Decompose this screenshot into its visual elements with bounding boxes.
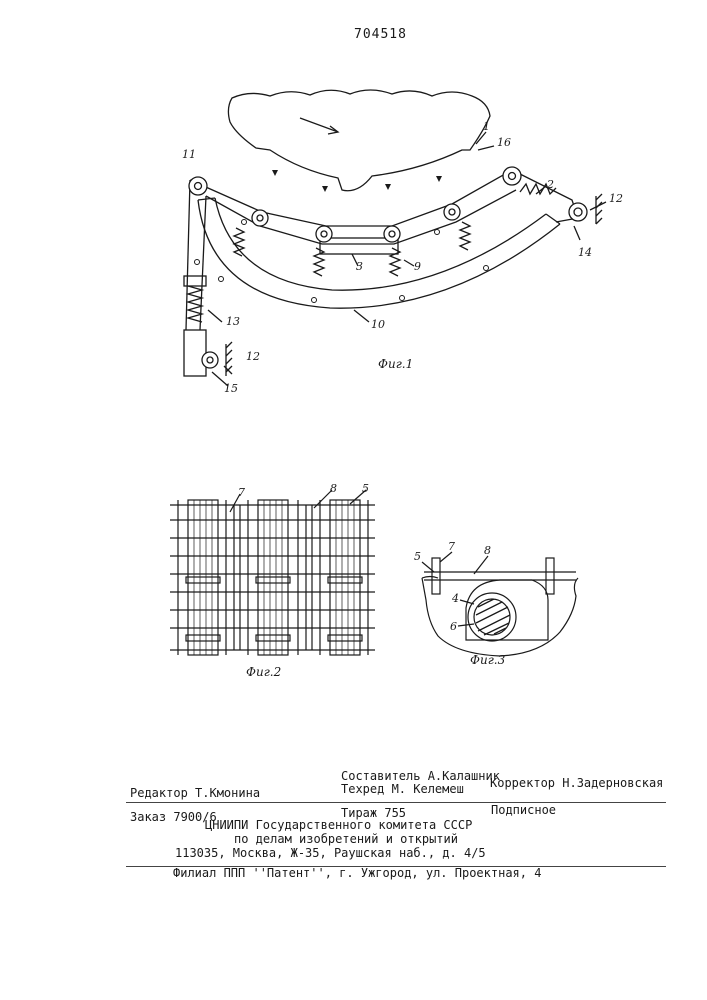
org-line-1: ЦНИИПИ Государственного комитета СССР: [205, 818, 472, 832]
address-line: 113035, Москва, Ж-35, Раушская наб., д. …: [175, 846, 486, 860]
org-line-2: по делам изобретений и открытий: [234, 832, 458, 846]
editor-line: Редактор Т.Кмонина: [130, 786, 260, 800]
figure-3-caption: Фиг.3: [470, 653, 506, 667]
label-5-fig3: 5: [414, 550, 421, 563]
corrector-line: Корректор Н.Задерновская: [490, 776, 663, 790]
techred-line: Техред М. Келемеш: [341, 782, 464, 796]
branch-line: Филиал ППП ''Патент'', г. Ужгород, ул. П…: [173, 866, 541, 880]
subscription-line: Подписное: [491, 803, 556, 817]
compiler-line: Составитель А.Калашник: [341, 769, 500, 783]
label-6-fig3: 6: [450, 620, 457, 633]
label-7-fig3: 7: [448, 540, 455, 553]
label-4-fig3: 4: [451, 592, 459, 605]
label-8-fig3: 8: [484, 544, 491, 557]
order-line: Заказ 7900/6: [130, 810, 217, 824]
divider-top: [126, 802, 666, 803]
